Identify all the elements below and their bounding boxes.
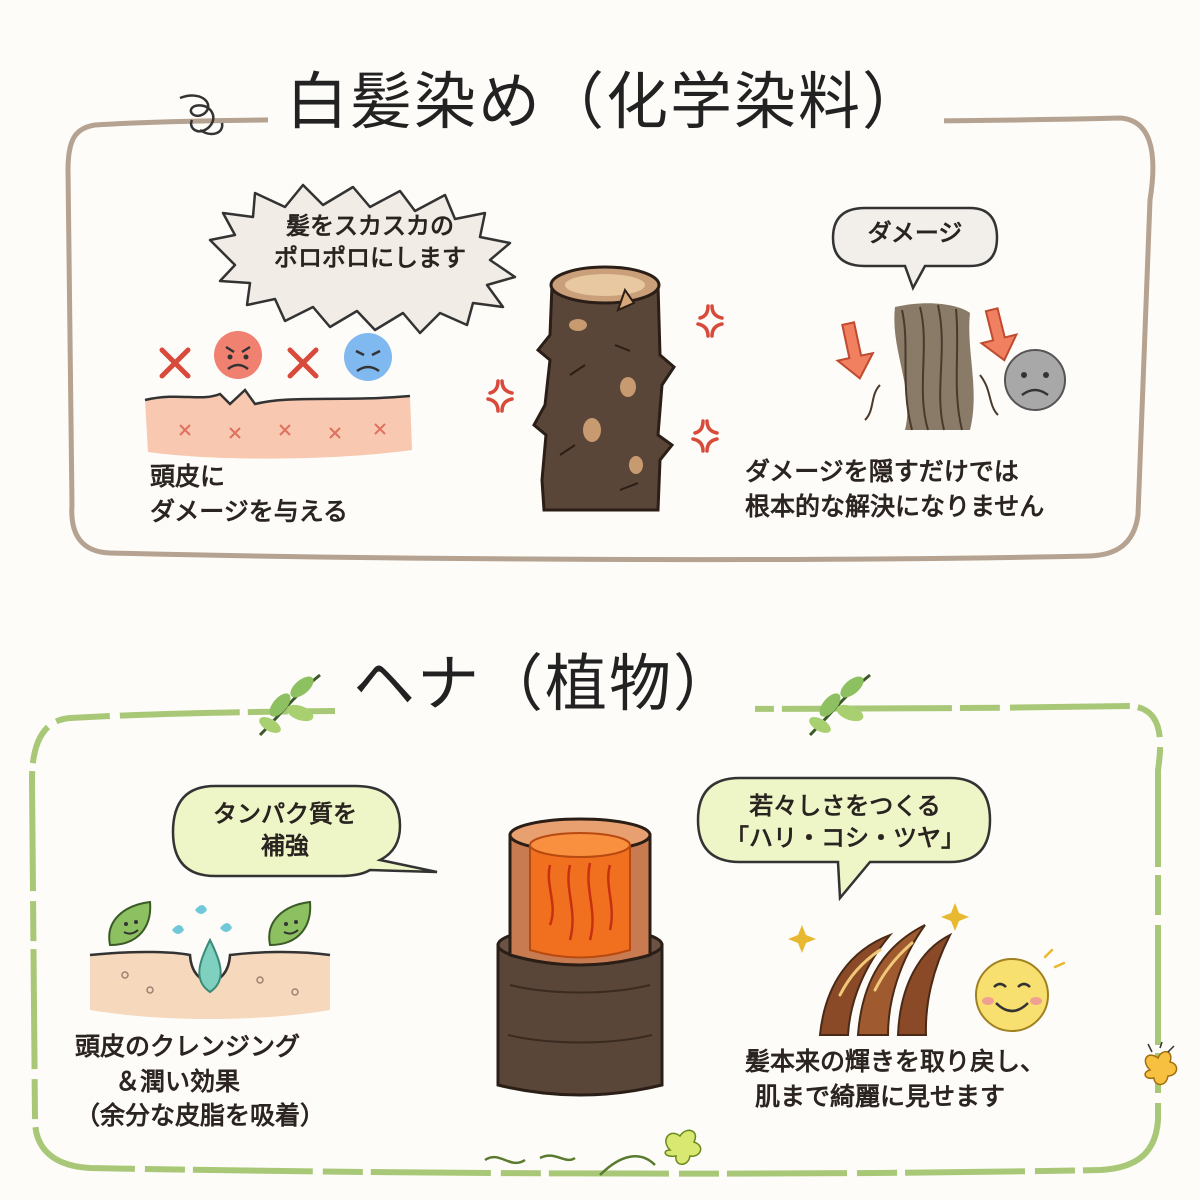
anger-mark-icon xyxy=(691,419,719,453)
damaged-hair-bundle xyxy=(835,303,1066,431)
bubble-line: 補強 xyxy=(261,832,309,861)
caption-line: （余分な皮脂を吸着） xyxy=(75,1101,326,1130)
flower-icon xyxy=(1144,1041,1178,1086)
smile-face-icon xyxy=(975,958,1049,1032)
caption-line: ダメージを与える xyxy=(150,496,349,526)
caption-line: ダメージを隠すだけでは xyxy=(745,457,1019,486)
scalp-cleansing-caption: 頭皮のクレンジング ＆潤い効果 （余分な皮脂を吸着） xyxy=(75,1030,325,1134)
healthy-hair-shaft xyxy=(496,817,664,1097)
caption-line: 肌まで綺麗に見せます xyxy=(755,1081,1006,1111)
scalp-damage-icons xyxy=(159,331,392,381)
spiky-speech-bubble xyxy=(208,183,517,335)
angry-face-icon xyxy=(214,331,262,379)
anger-mark-icon xyxy=(486,379,514,413)
smiley-leaf-icon xyxy=(268,900,312,947)
caption-line: 髪本来の輝きを取り戻し、 xyxy=(745,1047,1046,1076)
bubble-line: 「ハリ・コシ・ツヤ」 xyxy=(725,824,965,853)
sparkle-icon xyxy=(941,903,969,931)
caption-line: 頭皮のクレンジング xyxy=(75,1032,301,1061)
spiral-icon xyxy=(179,94,224,136)
caption-line: 根本的な解決になりません xyxy=(745,491,1045,521)
protein-bubble-text: タンパク質を 補強 xyxy=(180,798,390,863)
chemical-bubble-text: 髪をスカスカの ポロポロにします xyxy=(250,210,490,275)
flower-icon xyxy=(664,1129,702,1165)
bubble-line: タンパク質を xyxy=(213,800,357,828)
down-arrow-icon xyxy=(979,307,1019,362)
protein-speech-bubble xyxy=(171,784,438,878)
bubble-line: 髪をスカスカの xyxy=(286,212,454,240)
leaf-icon xyxy=(808,673,871,737)
chemical-title: 白髪染め（化学染料） xyxy=(268,67,945,137)
shiny-hair-illustration xyxy=(788,903,1066,1036)
youth-bubble-text: 若々しさをつくる 「ハリ・コシ・ツヤ」 xyxy=(705,790,985,855)
caption-line: 頭皮に xyxy=(150,462,226,491)
hair-damage-caption: ダメージを隠すだけでは 根本的な解決になりません xyxy=(745,455,1044,524)
cross-mark-icon xyxy=(159,347,191,379)
anger-mark-icon xyxy=(696,304,724,338)
sparkle-icon xyxy=(788,925,816,953)
healthy-scalp-illustration xyxy=(89,900,331,1019)
leaf-icon xyxy=(258,673,321,737)
damage-bubble-text: ダメージ xyxy=(867,219,963,247)
caption-line: ＆潤い効果 xyxy=(115,1066,241,1096)
damaged-scalp-illustration xyxy=(144,388,412,459)
smiley-leaf-icon xyxy=(108,900,152,947)
bubble-line: 若々しさをつくる xyxy=(749,792,941,820)
sad-face-icon xyxy=(344,333,392,381)
henna-title: ヘナ（植物） xyxy=(335,649,756,719)
cross-mark-icon xyxy=(287,347,319,379)
gloomy-face-icon xyxy=(1004,349,1066,411)
hair-shine-caption: 髪本来の輝きを取り戻し、 肌まで綺麗に見せます xyxy=(745,1045,1045,1114)
bubble-line: ポロポロにします xyxy=(274,244,466,273)
damaged-hair-shaft xyxy=(532,265,676,512)
scalp-damage-caption: 頭皮に ダメージを与える xyxy=(150,460,348,529)
youth-speech-bubble xyxy=(696,776,992,902)
down-arrow-icon xyxy=(835,321,875,380)
damage-speech-bubble xyxy=(831,206,999,292)
vine-decoration xyxy=(484,1129,702,1176)
